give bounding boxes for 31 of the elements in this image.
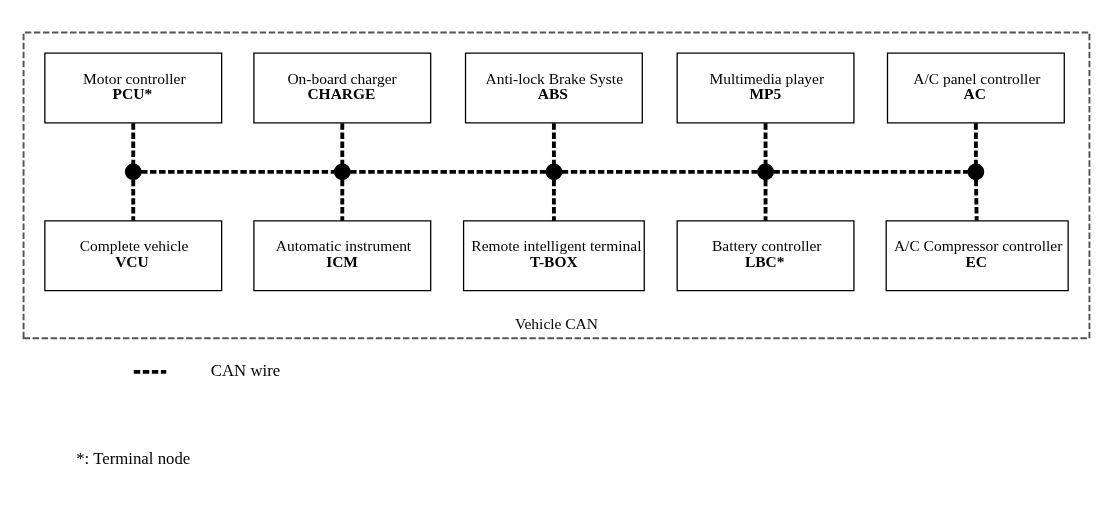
node-box: A/C panel controller AC (886, 52, 1065, 124)
node-box: Multimedia player MP5 (676, 52, 855, 124)
node-box: Complete vehicle VCU (44, 220, 223, 292)
node-box: Motor controller PCU* (44, 52, 223, 124)
connector (340, 180, 345, 221)
connector (763, 123, 768, 165)
node-circle (757, 163, 774, 181)
legend-label: CAN wire (210, 361, 281, 381)
connector (131, 123, 136, 165)
connector (552, 123, 556, 165)
node-box: Remote intelligent terminal T-BOX (462, 220, 645, 292)
node-box: Automatic instrument ICM (253, 220, 432, 292)
connector (340, 123, 345, 165)
connector (141, 169, 335, 174)
connector (350, 169, 546, 174)
connector (973, 123, 978, 165)
node-box: A/C Compressor controller EC (885, 220, 1069, 292)
node-circle (333, 163, 351, 181)
connector (763, 180, 768, 221)
connector (974, 180, 979, 221)
node-box: Anti-lock Brake Syste ABS (464, 52, 643, 124)
connector (552, 180, 556, 221)
connector (773, 169, 968, 174)
node-circle (124, 163, 142, 181)
node-box: Battery controller LBC* (676, 220, 855, 292)
node-circle (545, 163, 563, 181)
label: *: Terminal node (76, 449, 191, 468)
connector (131, 180, 136, 221)
node-box: On-board charger CHARGE (253, 52, 432, 124)
node-circle (967, 163, 985, 181)
connector (561, 169, 758, 174)
